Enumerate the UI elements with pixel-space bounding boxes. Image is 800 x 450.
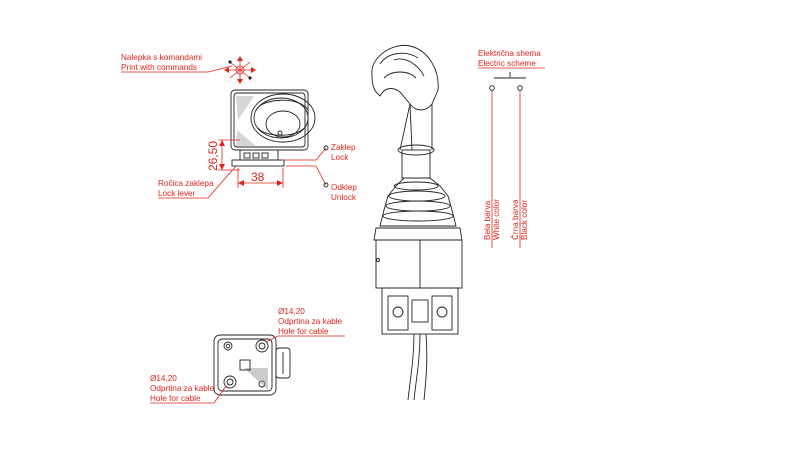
bottom-view-drawing [213,334,291,396]
unlock-label-en: Unlock [331,193,357,202]
dimension-width-value: 38 [251,170,265,184]
white-wire-label-en: White color [492,199,501,240]
scheme-label-sl: Električna shema [478,49,541,58]
lock-lever-label-sl: Ročica zaklepa [158,179,214,188]
hole-top-label-en: Hole for cable [278,327,329,336]
scheme-label-en: Electric scheme [478,59,536,68]
dimension-width: 38 [237,168,284,188]
dimension-height-value: 26,50 [206,141,220,171]
command-arrows-icon [224,56,256,84]
black-wire-label-sl: Črna barva [510,199,520,240]
lock-lever-label-en: Lock lever [158,189,196,198]
hole-bottom-annotation: Ø14,20 Odprtina za kable Hole for cable [150,374,227,404]
sticker-label-en: Print with commands [121,63,197,72]
hole-top-annotation: Ø14,20 Odprtina za kable Hole for cable [265,307,345,343]
hole-bottom-label-sl: Odprtina za kable [150,384,215,393]
joystick-side-view [371,44,463,401]
lock-label-sl: Zaklep [331,143,356,152]
unlock-label-sl: Odklep [331,183,357,192]
top-view-drawing [230,89,316,167]
hole-top-label-sl: Odprtina za kable [278,317,343,326]
lock-lever-annotation: Ročica zaklepa Lock lever [158,165,237,199]
sticker-annotation: Nalepka s komandami Print with commands [121,53,233,73]
unlock-annotation: Odklep Unlock [286,165,357,202]
lock-label-en: Lock [331,153,349,162]
white-wire-label-sl: Bela barva [483,200,492,240]
lock-annotation: Zaklep Lock [282,143,356,162]
sticker-label-sl: Nalepka s komandami [121,53,202,62]
hole-top-diameter: Ø14,20 [278,307,305,316]
black-wire-label-en: Black color [520,200,529,240]
dimension-height: 26,50 [206,139,240,171]
hole-bottom-label-en: Hole for cable [150,394,201,403]
hole-bottom-diameter: Ø14,20 [150,374,177,383]
electric-scheme: Električna shema Electric scheme Bela ba… [478,49,545,248]
